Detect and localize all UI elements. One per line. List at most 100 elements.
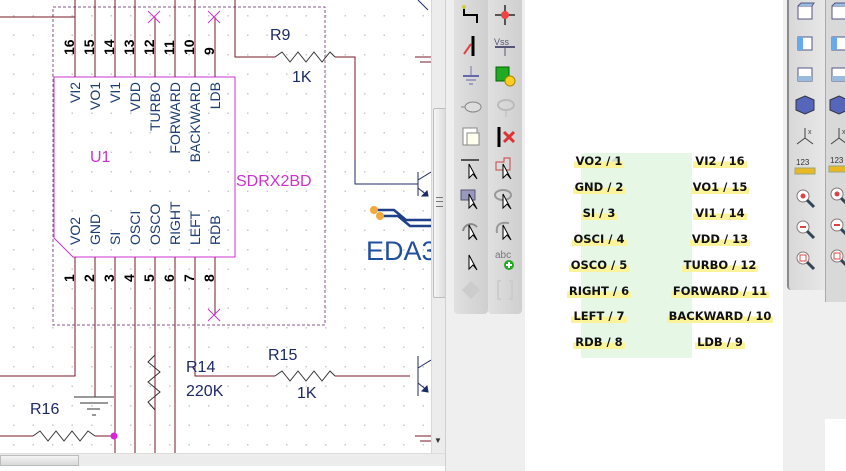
- select-arc-icon[interactable]: [458, 216, 484, 242]
- pin-preview-label: OSCO / 5: [549, 257, 649, 272]
- pin-name: FORWARD: [167, 82, 183, 154]
- ic-body[interactable]: [53, 76, 236, 258]
- view-front-icon[interactable]: [793, 0, 817, 24]
- pin-label-text: RIGHT / 6: [566, 283, 632, 298]
- zoom-in-icon[interactable]: [793, 186, 817, 210]
- transistor-q-bottom[interactable]: [417, 356, 431, 396]
- select-line-icon[interactable]: [458, 155, 484, 181]
- no-connect-icon[interactable]: [492, 124, 518, 150]
- zoom-out-icon-overflow[interactable]: [827, 215, 845, 239]
- component-ref: U1: [90, 149, 111, 166]
- horizontal-scroll-thumb[interactable]: [0, 455, 79, 466]
- pin-preview-label: LDB / 9: [655, 335, 785, 350]
- view-3d-icon[interactable]: [793, 93, 817, 117]
- power-vss-icon[interactable]: Vss: [492, 33, 518, 59]
- view-top-icon[interactable]: [793, 31, 817, 55]
- zoom-out-icon[interactable]: [793, 217, 817, 241]
- resistor-r16[interactable]: [32, 430, 96, 442]
- pin-number: 3: [101, 274, 117, 282]
- view-top-icon-overflow[interactable]: [827, 31, 845, 55]
- pin-name: GND: [87, 214, 103, 245]
- resistor-r15[interactable]: [274, 370, 336, 382]
- zoom-fit-icon-overflow[interactable]: [827, 246, 845, 270]
- pin-preview-label: VO1 / 15: [655, 179, 785, 194]
- pin-preview-label: TURBO / 12: [655, 257, 785, 272]
- r14-value: 220K: [186, 383, 224, 400]
- pin-label-text: LEFT / 7: [571, 309, 627, 324]
- pin-number: 5: [141, 274, 157, 282]
- pin-preview-label: VI1 / 14: [655, 205, 785, 220]
- bus-icon[interactable]: [458, 33, 484, 59]
- select-rect-icon[interactable]: [458, 185, 484, 211]
- net-label-icon[interactable]: [458, 94, 484, 120]
- pin-preview-label: SI / 3: [549, 205, 649, 220]
- add-part-icon[interactable]: [492, 63, 518, 89]
- axes-icon-overflow[interactable]: x: [827, 124, 845, 148]
- pin-number: 6: [161, 274, 177, 282]
- bottom-strip: [0, 466, 846, 471]
- junction-dot: [110, 432, 118, 440]
- pin-name: SI: [107, 232, 123, 245]
- view-side-icon[interactable]: [793, 62, 817, 86]
- svg-text:123: 123: [830, 156, 844, 165]
- ground-symbol-right: [415, 56, 431, 442]
- ground-symbol: [74, 396, 114, 416]
- resistor-r14[interactable]: [147, 354, 161, 411]
- horizontal-scrollbar[interactable]: [0, 453, 445, 466]
- pin-label-text: VI1 / 14: [693, 205, 747, 220]
- transistor-q-top[interactable]: [417, 0, 431, 197]
- pin-label-text: LDB / 9: [695, 335, 745, 350]
- pin-number: 7: [181, 274, 197, 282]
- axes-icon[interactable]: x: [793, 124, 817, 148]
- pin-name: BACKWARD: [187, 82, 203, 162]
- r9-ref: R9: [270, 27, 291, 44]
- wire-icon[interactable]: [458, 2, 484, 28]
- svg-text:abc: abc: [495, 250, 511, 261]
- resistor-r9[interactable]: [274, 51, 336, 63]
- pin-number: 4: [121, 274, 137, 282]
- pin-label-text: OSCI / 4: [571, 231, 627, 246]
- pin-preview-label: VDD / 13: [655, 231, 785, 246]
- part-boundary: [52, 6, 326, 326]
- pin-label-text: GND / 2: [572, 179, 626, 194]
- measure-icon-overflow[interactable]: 123: [827, 153, 845, 177]
- zoom-in-icon-overflow[interactable]: [827, 184, 845, 208]
- pin-preview-label: BACKWARD / 10: [655, 309, 785, 324]
- view-front-icon-overflow[interactable]: [827, 0, 845, 24]
- zoom-fit-icon[interactable]: [793, 248, 817, 272]
- vertical-scrollbar[interactable]: [431, 0, 446, 453]
- pin-preview-label: VO2 / 1: [549, 154, 649, 168]
- pin-preview-label: RDB / 8: [549, 335, 649, 350]
- select-curve-icon[interactable]: [492, 216, 518, 242]
- select-ellipse-icon[interactable]: [492, 185, 518, 211]
- pin-preview-label: FORWARD / 11: [655, 283, 785, 298]
- pin-label-text: SI / 3: [580, 205, 618, 220]
- svg-text:123: 123: [796, 158, 810, 167]
- pin-number: 10: [181, 39, 197, 55]
- view-3d-icon-overflow[interactable]: [827, 93, 845, 117]
- net-alias-icon[interactable]: [492, 94, 518, 120]
- scroll-down-arrow[interactable]: ▼: [434, 436, 442, 445]
- sheet-icon[interactable]: [458, 124, 484, 150]
- select-text-icon[interactable]: [458, 246, 484, 272]
- pin-label-text: VDD / 13: [689, 231, 751, 246]
- drawing-toolbar: Vss abc: [445, 0, 528, 471]
- measure-icon[interactable]: 123: [793, 155, 817, 179]
- pin-name: LEFT: [187, 210, 203, 245]
- junction-icon[interactable]: [492, 2, 518, 28]
- select-polygon-icon[interactable]: [492, 155, 518, 181]
- view-side-icon-overflow[interactable]: [827, 62, 845, 86]
- pin-name: TURBO: [147, 82, 163, 131]
- pin-number: 11: [161, 40, 177, 55]
- pin-label-text: TURBO / 12: [681, 257, 759, 272]
- pin-name: VO1: [87, 82, 103, 110]
- pin-number: 16: [61, 39, 77, 55]
- r14-ref: R14: [186, 359, 215, 376]
- pin-preview-panel: VO2 / 1 GND / 2 SI / 3 OSCI / 4 OSCO / 5 RIGH…: [525, 0, 784, 471]
- add-text-icon[interactable]: abc: [492, 246, 518, 272]
- pin-preview-label: RIGHT / 6: [549, 283, 649, 298]
- ground-icon[interactable]: [458, 63, 484, 89]
- pin-number: 12: [141, 39, 157, 55]
- pin-label-text: RDB / 8: [573, 335, 625, 350]
